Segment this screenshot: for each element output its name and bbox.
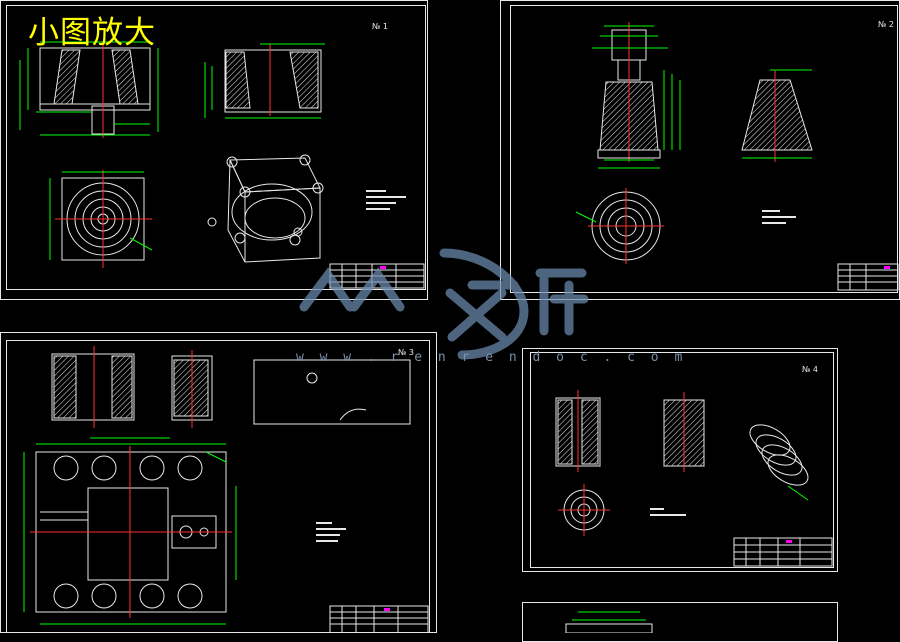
watermark-url: w w w . r e n r e n d o c . c o m [296, 350, 687, 365]
technical-notes [366, 190, 406, 210]
drawing-sheet-top-left[interactable] [0, 0, 428, 300]
drawing-frame-bottom-right [530, 352, 834, 568]
watermark-logo [299, 248, 589, 360]
dimension-lines [19, 41, 159, 136]
section-view-cavity [224, 44, 322, 116]
plan-view-plate [30, 446, 232, 618]
detail-view-side [253, 359, 411, 425]
drawing-sheet-bottom-right[interactable] [522, 348, 838, 572]
section-view-bushing [171, 350, 213, 428]
isometric-view-block [207, 154, 324, 263]
section-view-core [663, 392, 705, 472]
sheet-number: № 4 [802, 365, 818, 374]
drawing-frame-top-right [510, 5, 898, 293]
zoom-label[interactable]: 小图放大 [28, 15, 156, 51]
sheet-number: № 1 [372, 22, 388, 31]
plan-view-insert [558, 484, 610, 536]
section-view-die [741, 70, 813, 162]
title-block-bottom-left [329, 605, 429, 633]
section-view-guide [51, 346, 135, 428]
section-view-punch [597, 22, 661, 162]
partial-drawing [565, 611, 653, 633]
plan-view-mold [55, 170, 152, 268]
section-view-mold [39, 42, 151, 138]
isometric-view-spring [749, 424, 809, 501]
plan-view-punch [575, 188, 664, 264]
section-view-insert [555, 390, 601, 472]
sheet-number: № 3 [398, 348, 414, 357]
title-block-bottom-right [733, 537, 833, 567]
sheet-number: № 2 [878, 20, 894, 29]
title-block-top-right [837, 263, 899, 291]
drawing-frame-top-left [6, 5, 426, 290]
